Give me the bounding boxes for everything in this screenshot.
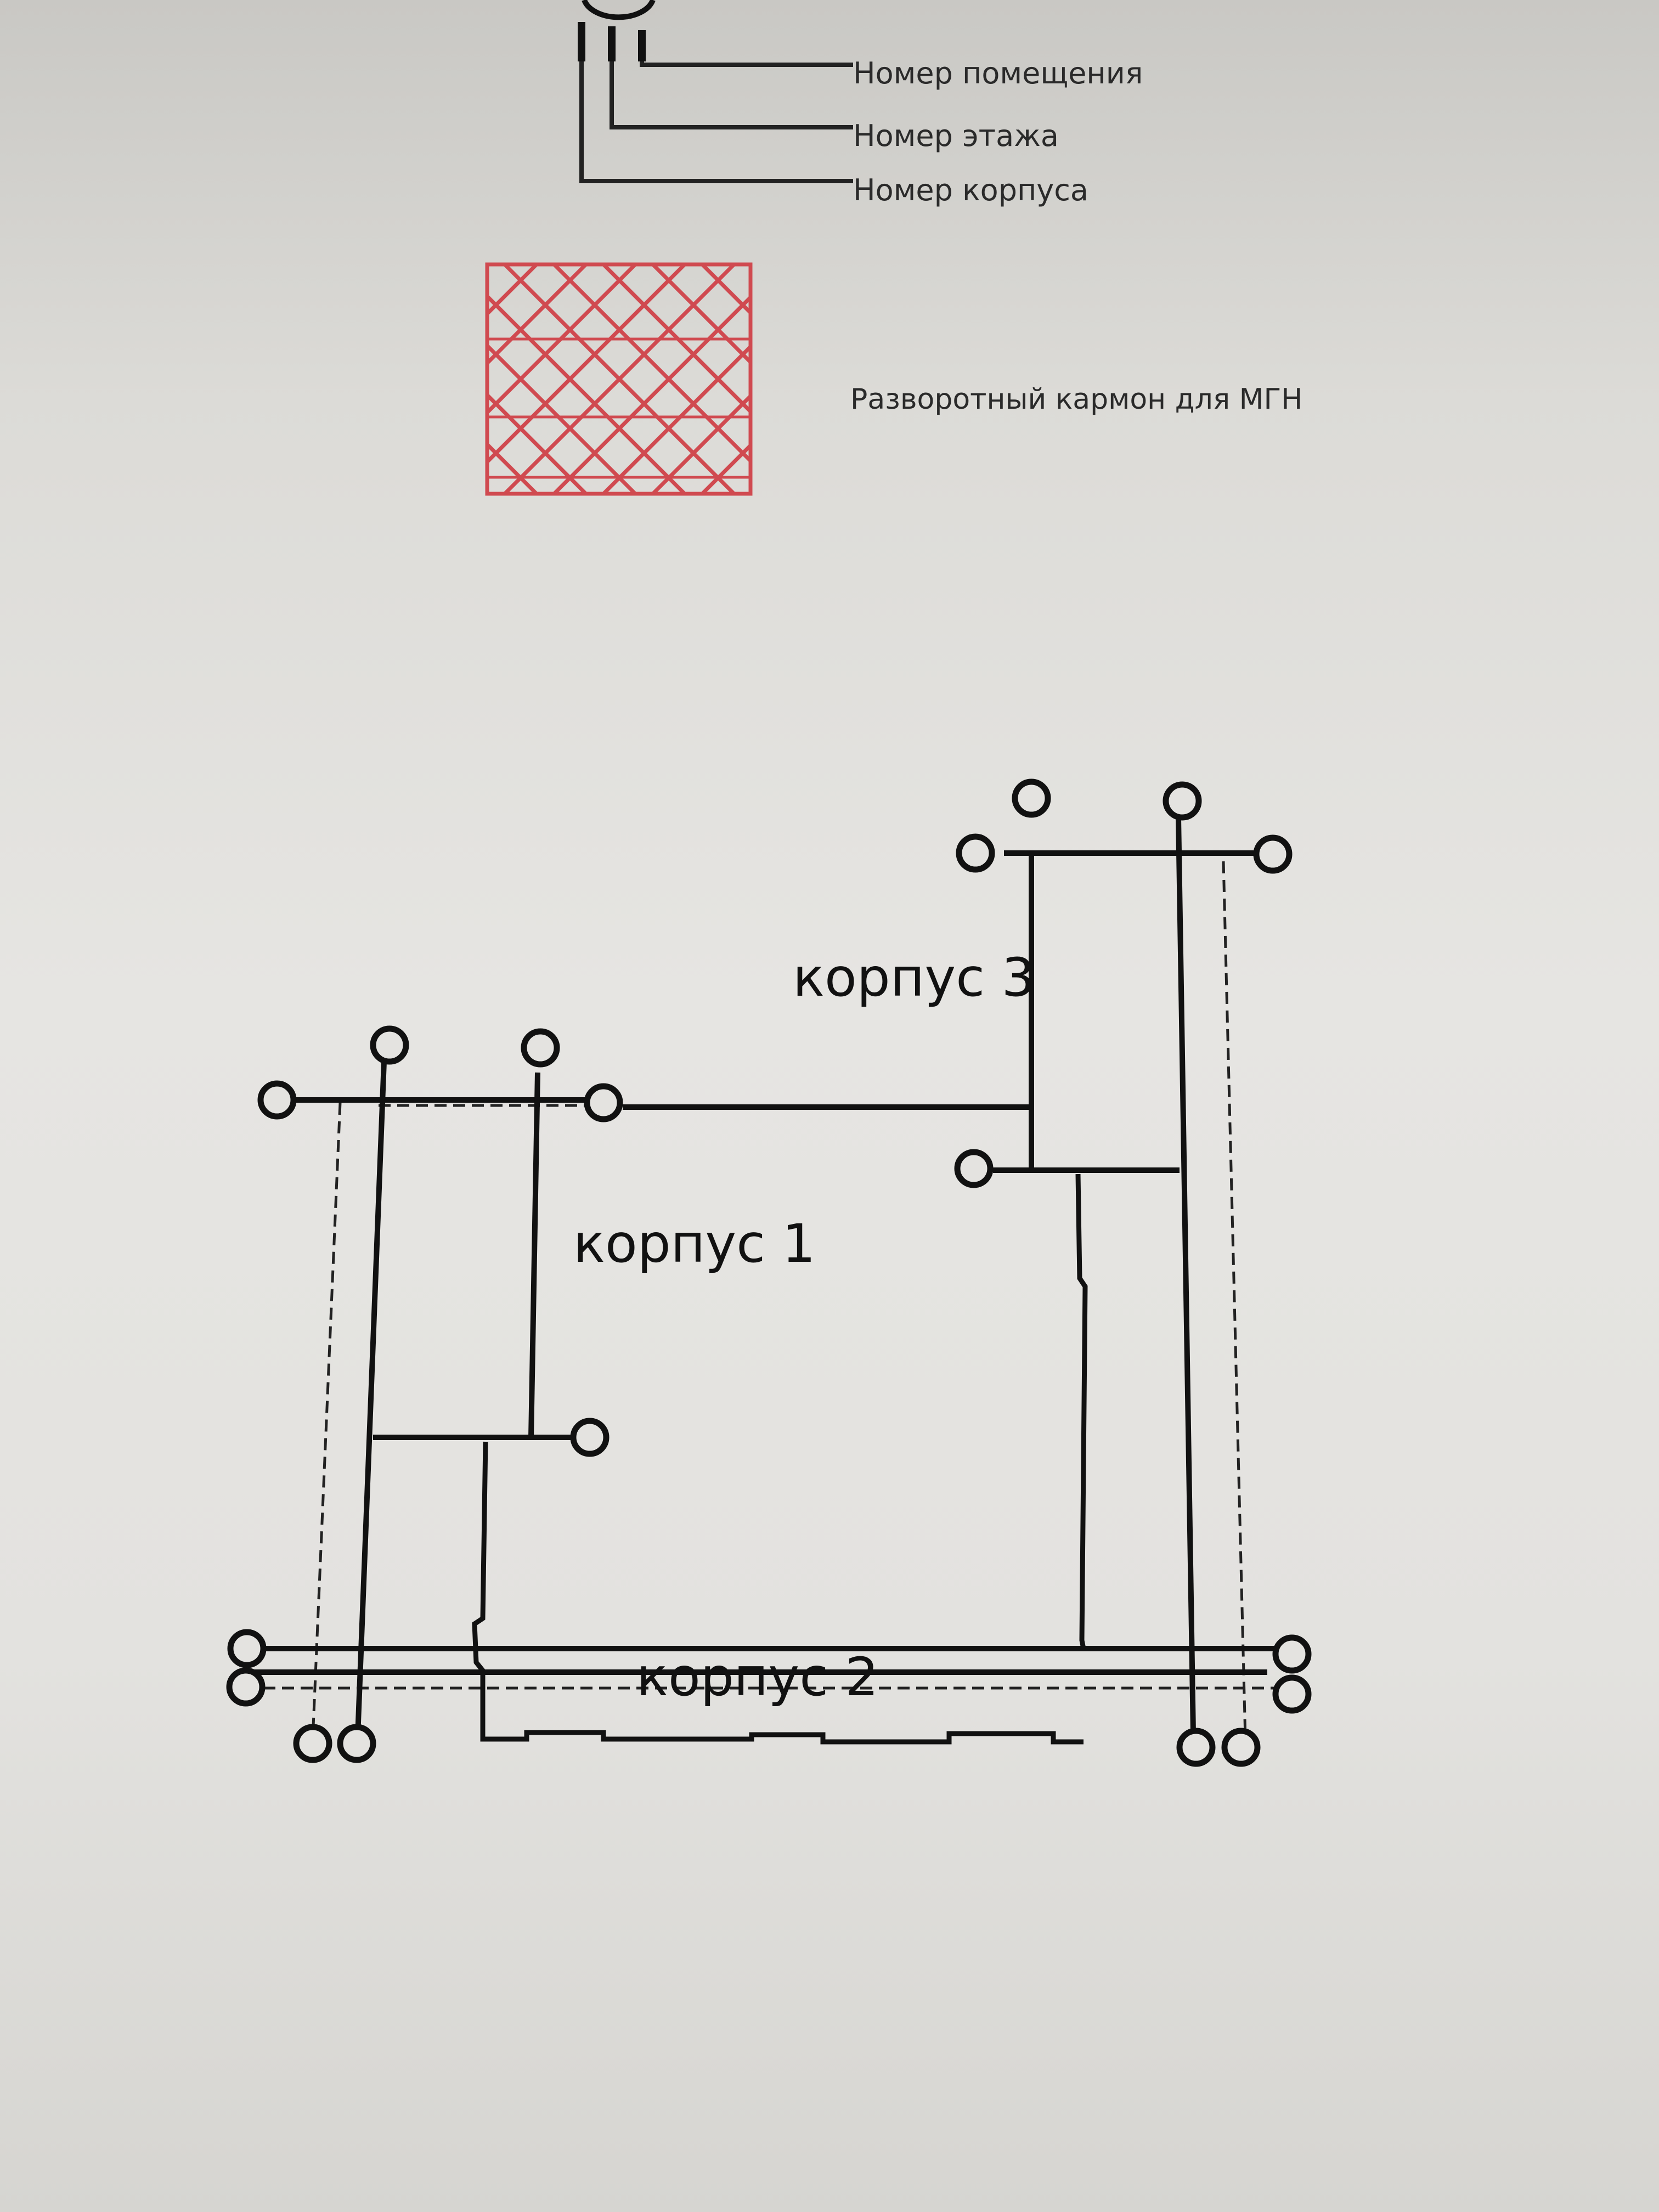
hatch-line [801,264,1030,494]
building-1-label: корпус 1 [573,1213,816,1274]
hatch-line [949,264,1178,494]
axis-marker[interactable] [954,1149,994,1188]
axis-marker[interactable] [226,1667,266,1707]
turning-pocket-hatch-swatch [485,262,1178,496]
legend-room-number-label: Номер помещения [853,56,1143,91]
hatch-line [900,264,1129,494]
axis-marker[interactable] [1012,778,1051,818]
hatch-line [487,491,489,494]
axis-marker[interactable] [956,833,995,873]
hatch-line [651,264,751,365]
hatch-line [487,264,538,317]
building-2-label: корпус 2 [636,1646,879,1708]
axis-marker[interactable] [257,1080,297,1120]
building-2-outline [472,1173,1088,1745]
hatch-line [602,344,751,494]
hatch-line [801,264,1030,494]
building-3-label: корпус 3 [793,947,1035,1008]
axis-marker[interactable] [1176,1728,1216,1767]
hatch-line [701,264,751,315]
hatch-line [487,442,538,494]
hatch-line [487,264,686,465]
hatch-line [701,443,751,494]
axis-marker[interactable] [227,1629,267,1668]
hatch-line [503,264,736,494]
dashed-grid-lines [263,861,1278,1740]
axis-marker[interactable] [1272,1674,1312,1714]
legend-floor-number-label: Номер этажа [853,119,1059,153]
numbering-marker-circle [582,0,656,20]
numbering-legend [579,22,853,183]
hatch-line [487,392,588,494]
hatch-line [750,492,751,493]
axis-marker[interactable] [1272,1634,1312,1674]
hatch-line [487,264,588,366]
axis-marker[interactable] [337,1724,376,1763]
axis-marker[interactable] [521,1028,560,1068]
axis-marker[interactable] [293,1724,332,1763]
hatch-line [552,295,751,494]
leader-room-number [640,30,853,67]
hatch-line [850,264,1080,494]
hatch-line [900,264,1129,494]
leader-floor-number [610,26,853,129]
hatch-pattern [487,264,1178,494]
hatch-line [850,264,1080,494]
axis-marker[interactable] [1221,1728,1261,1767]
hatch-line [752,264,981,494]
axis-marker[interactable] [570,1418,610,1457]
hatch-line [949,264,1178,494]
hatch-line [487,264,637,415]
hatch-line [487,264,489,267]
axis-marker[interactable] [1163,781,1202,821]
axis-marker[interactable] [1253,834,1293,874]
axis-markers [226,778,1312,1767]
hatch-line [651,393,751,494]
leader-building-number [579,22,853,183]
legend-turning-pocket-label: Разворотный кармон для МГН [850,383,1302,416]
legend-building-number-label: Номер корпуса [853,173,1088,207]
numbering-marker-arrows [578,22,646,61]
axis-lines [252,817,1278,1737]
site-plan: корпус 1 корпус 2 корпус 3 [226,778,1312,1767]
axis-marker[interactable] [584,1083,623,1122]
axis-marker[interactable] [370,1025,409,1065]
